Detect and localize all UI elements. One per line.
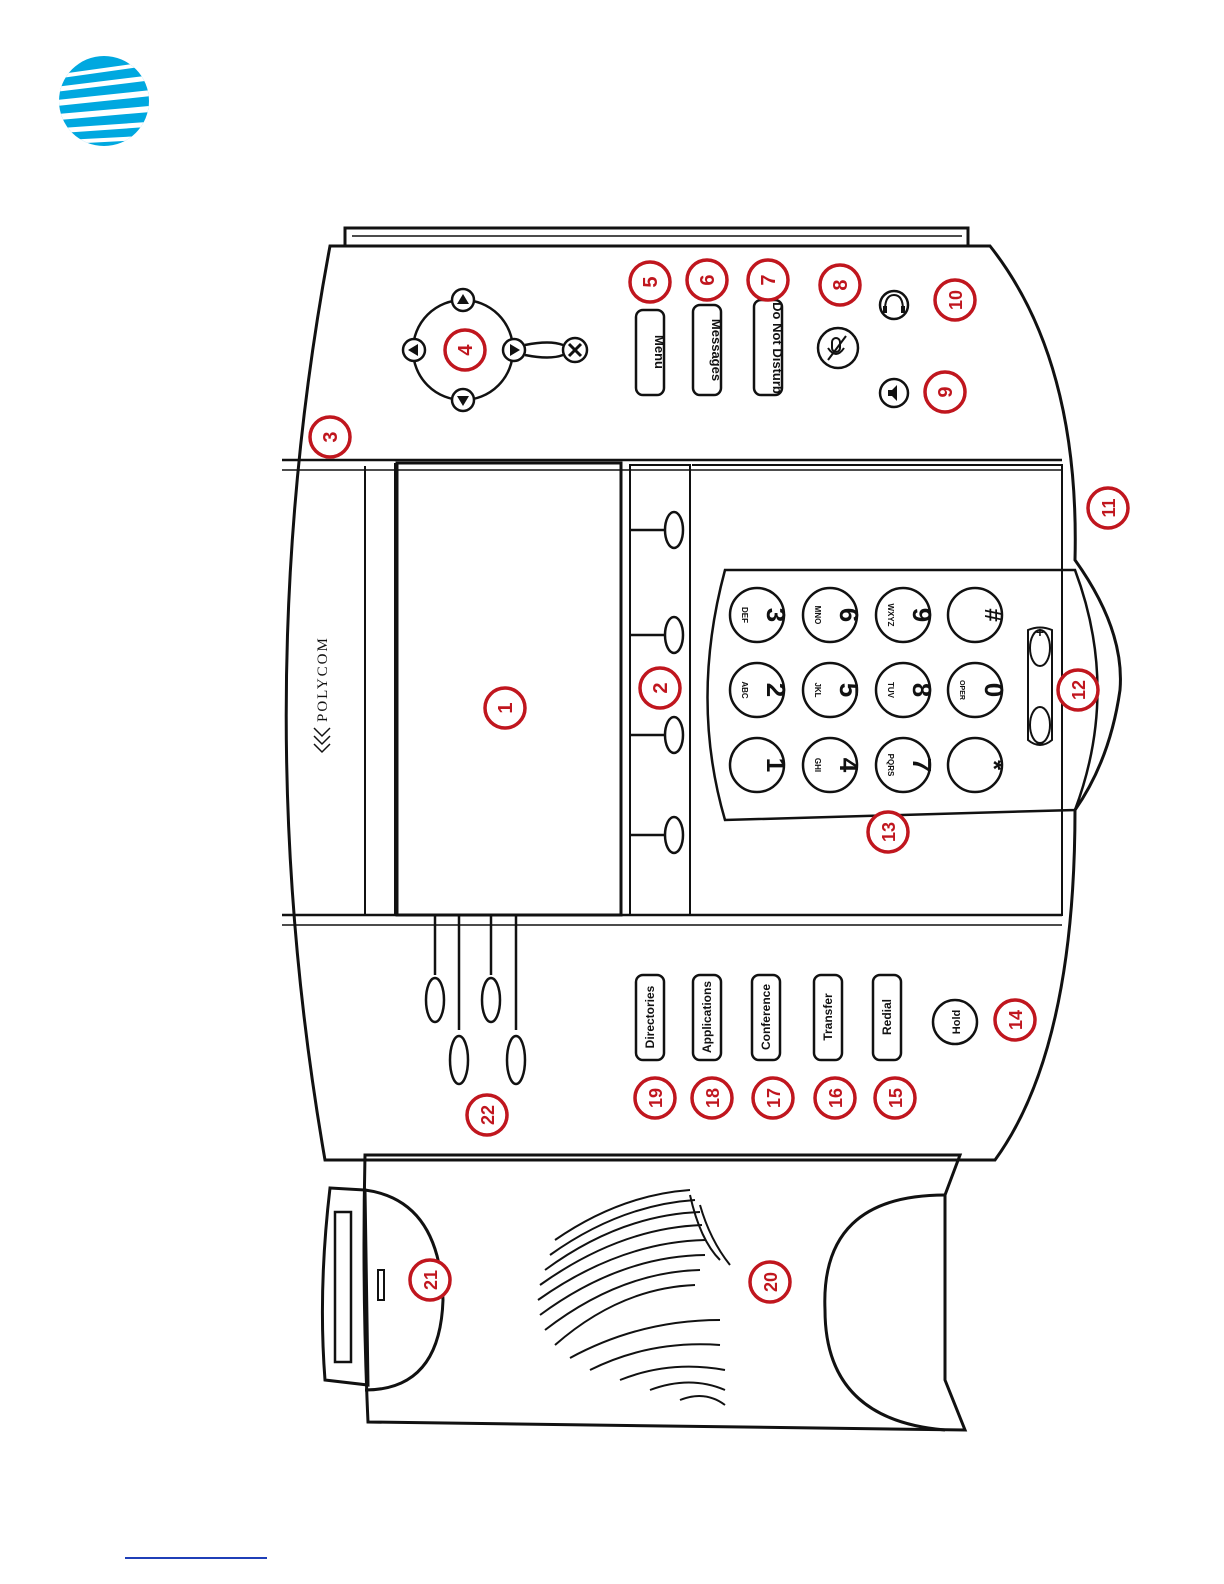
- phone-base: [364, 1155, 965, 1430]
- key-1-digit: 1: [761, 758, 791, 772]
- callout-15: 15: [886, 1088, 906, 1108]
- key-3-letters: DEF: [740, 607, 749, 623]
- key-6-letters: MNO: [813, 606, 822, 625]
- callout-3: 3: [320, 431, 342, 442]
- navigation-cluster: [403, 289, 587, 411]
- callout-20: 20: [761, 1272, 781, 1292]
- callout-9: 9: [935, 386, 957, 397]
- key-5-digit: 5: [834, 683, 864, 697]
- callout-14: 14: [1006, 1010, 1026, 1030]
- transfer-button-label: Transfer: [821, 993, 835, 1041]
- callout-17: 17: [764, 1088, 784, 1108]
- callout-6: 6: [697, 274, 719, 285]
- footer-link-underline[interactable]: [125, 1557, 267, 1559]
- polycom-logo: POLYCOM: [314, 636, 331, 752]
- volume-rocker: [1028, 628, 1052, 746]
- volume-minus: −: [1036, 735, 1044, 751]
- callout-5: 5: [640, 276, 662, 287]
- key-8-letters: TUV: [886, 682, 895, 699]
- key-7-digit: 7: [907, 758, 937, 772]
- speaker-grille: [538, 1190, 730, 1405]
- key-2-letters: ABC: [740, 681, 749, 699]
- key-5-letters: JKL: [813, 682, 822, 697]
- applications-button-label: Applications: [700, 981, 714, 1053]
- key-0-letters: OPER: [958, 680, 965, 700]
- dnd-button-label: Do Not Disturb: [770, 302, 785, 394]
- redial-button-label: Redial: [880, 999, 894, 1035]
- messages-button-label: Messages: [709, 319, 724, 381]
- hold-button-label: Hold: [951, 1010, 963, 1034]
- callout-18: 18: [703, 1088, 723, 1108]
- key-6-digit: 6: [834, 608, 864, 622]
- key-4-digit: 4: [834, 758, 864, 773]
- directories-button-label: Directories: [643, 985, 657, 1048]
- line-keys: [426, 915, 525, 1084]
- key-9-letters: WXYZ: [886, 603, 895, 626]
- key-3-digit: 3: [761, 608, 791, 622]
- polycom-brand: POLYCOM: [315, 636, 331, 722]
- key-9-digit: 9: [907, 608, 937, 622]
- callout-12: 12: [1069, 680, 1089, 700]
- callout-13: 13: [879, 822, 899, 842]
- key-7-letters: PQRS: [886, 754, 895, 777]
- callout-7: 7: [758, 274, 780, 285]
- callout-1: 1: [495, 702, 517, 713]
- menu-button-label: Menu: [652, 335, 667, 369]
- volume-plus: +: [1036, 624, 1044, 640]
- callout-2: 2: [650, 682, 672, 693]
- callout-22: 22: [478, 1105, 498, 1125]
- callout-11: 11: [1099, 498, 1119, 517]
- key-2-digit: 2: [761, 683, 791, 697]
- conference-button-label: Conference: [759, 984, 773, 1050]
- callout-21: 21: [421, 1270, 441, 1290]
- key-hash-digit: #: [979, 608, 1006, 621]
- callout-10: 10: [946, 290, 966, 310]
- callout-4: 4: [455, 344, 477, 356]
- phone-top-edge: [345, 228, 968, 246]
- key-8-digit: 8: [907, 683, 937, 697]
- callout-19: 19: [646, 1088, 666, 1108]
- key-0-digit: 0: [979, 683, 1009, 697]
- callout-16: 16: [826, 1088, 846, 1108]
- key-star-digit: *: [979, 760, 1009, 771]
- key-4-letters: GHI: [813, 758, 822, 772]
- callout-8: 8: [830, 279, 852, 290]
